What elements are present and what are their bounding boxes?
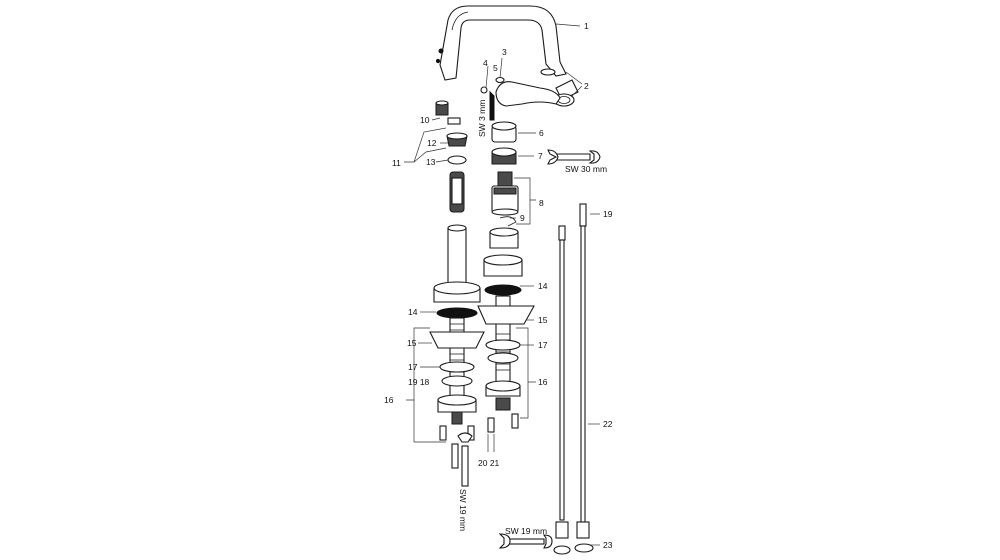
callout-6: 6 <box>539 128 544 138</box>
callout-7: 7 <box>538 151 543 161</box>
right-washer-17 <box>485 339 521 351</box>
callout-labels: 1 2 3 4 5 6 7 8 9 10 11 12 13 14 14 15 1… <box>384 21 613 550</box>
wrench-19-vertical-tool: SW 19 mm <box>457 432 473 531</box>
callout-22: 22 <box>603 419 613 429</box>
leader-lines <box>404 23 600 546</box>
right-washer-18 <box>487 352 519 364</box>
callout-19-18: 19 18 <box>408 377 430 387</box>
callout-4: 4 <box>483 58 488 68</box>
left-clamp-part <box>437 394 477 441</box>
wrench-19-horizontal-label: SW 19 mm <box>505 526 547 536</box>
callout-3: 3 <box>502 47 507 57</box>
hose-left-part <box>555 225 569 539</box>
wrench-19-vertical-label: SW 19 mm <box>458 489 468 531</box>
callout-9: 9 <box>520 213 525 223</box>
callout-15-right: 15 <box>538 315 548 325</box>
callout-14-left: 14 <box>408 307 418 317</box>
hose-washer-right <box>574 543 594 553</box>
aerator-part <box>540 68 579 107</box>
callout-19: 19 <box>603 209 613 219</box>
callout-17-left: 17 <box>408 362 418 372</box>
left-triangle-plate-part <box>429 331 485 349</box>
callout-11: 11 <box>392 158 401 168</box>
callout-2: 2 <box>584 81 589 91</box>
callout-13: 13 <box>426 157 436 167</box>
callout-15-left: 15 <box>407 338 417 348</box>
callout-12: 12 <box>427 138 437 148</box>
cap-ring-part <box>491 121 517 143</box>
wrench-30-tool: SW 30 mm <box>547 149 607 174</box>
callout-17-right: 17 <box>538 340 548 350</box>
callout-8: 8 <box>539 198 544 208</box>
callout-1: 1 <box>584 21 589 31</box>
left-washer-18 <box>441 375 473 387</box>
callout-16-left: 16 <box>384 395 394 405</box>
callout-14-right: 14 <box>538 281 548 291</box>
callout-5: 5 <box>493 63 498 73</box>
hose-washer-left <box>553 545 571 555</box>
hose-right-part <box>576 203 590 539</box>
callout-23: 23 <box>603 540 613 550</box>
callout-16-right: 16 <box>538 377 548 387</box>
lever-handle-part <box>480 76 561 107</box>
callout-10: 10 <box>420 115 430 125</box>
cartridge-nut-part <box>491 147 517 165</box>
allen-key-tool: SW 3 mm <box>477 90 495 137</box>
right-triangle-plate-part <box>477 305 535 325</box>
wrench-30-label: SW 30 mm <box>565 164 607 174</box>
left-bolt-part <box>451 443 459 469</box>
allen-key-label: SW 3 mm <box>477 100 487 137</box>
right-clamp-part <box>485 380 521 433</box>
callout-20-21: 20 21 <box>478 458 500 468</box>
wrench-19-horizontal-tool: SW 19 mm <box>498 526 553 549</box>
cartridge-part <box>491 171 519 227</box>
left-valve-parts <box>435 100 468 213</box>
left-washer-17 <box>439 361 475 373</box>
